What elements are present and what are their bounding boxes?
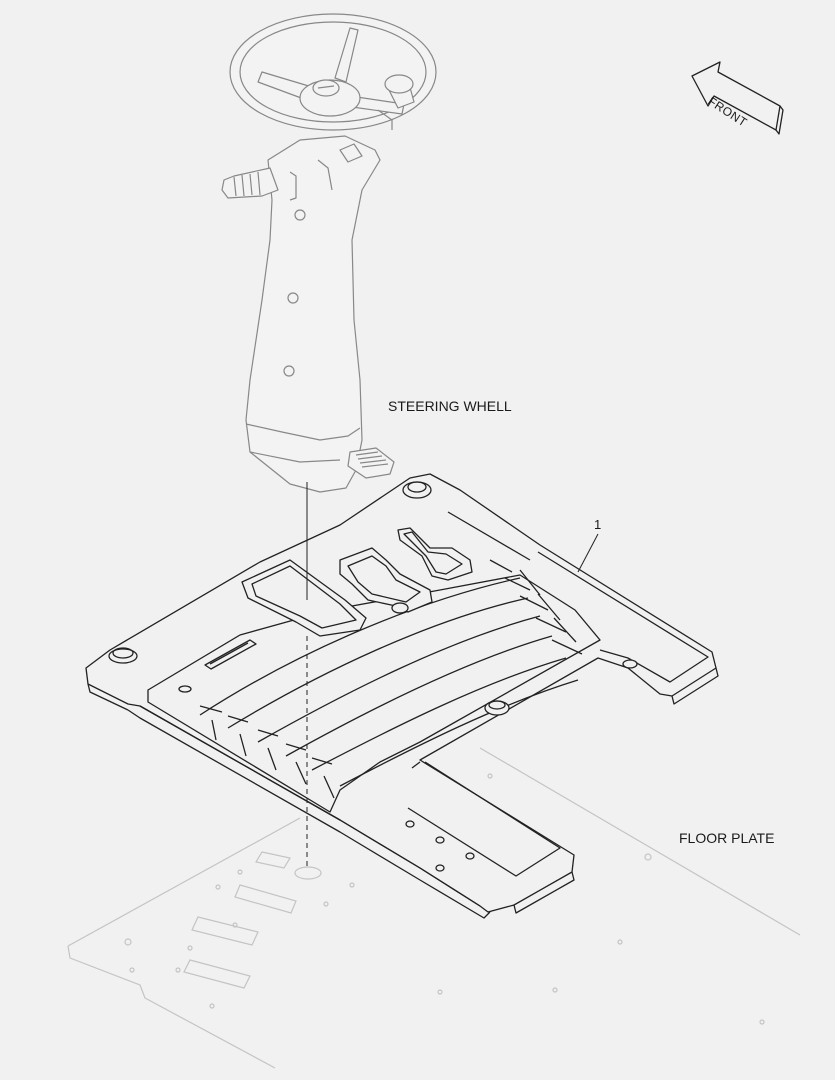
- callout-number: 1: [594, 517, 602, 532]
- steering-column: [221, 13, 437, 493]
- floor-plate: [67, 747, 801, 1069]
- steering-wheel-label: STEERING WHELL: [388, 398, 512, 414]
- leader-lines: [306, 482, 599, 866]
- floor-plate-label: FLOOR PLATE: [679, 830, 775, 846]
- floor-mat: [85, 473, 719, 919]
- front-direction-arrow-icon: [691, 61, 784, 135]
